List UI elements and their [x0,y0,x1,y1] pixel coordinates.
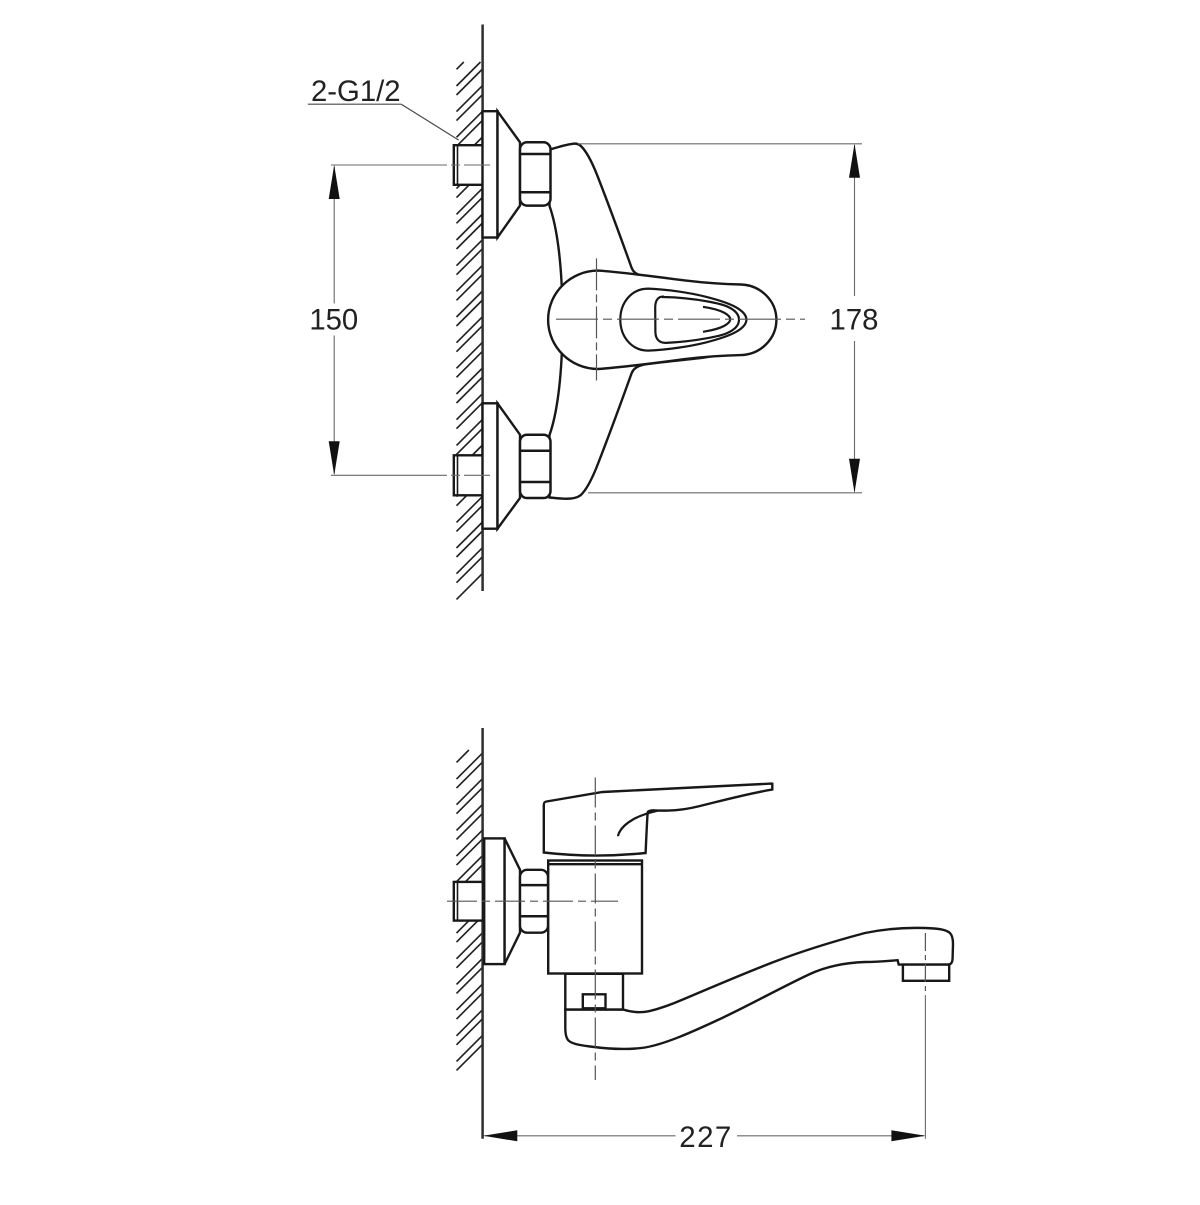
svg-text:178: 178 [830,303,879,336]
svg-text:150: 150 [309,303,358,336]
svg-text:2-G1/2: 2-G1/2 [311,75,401,108]
svg-text:227: 227 [679,1121,732,1154]
